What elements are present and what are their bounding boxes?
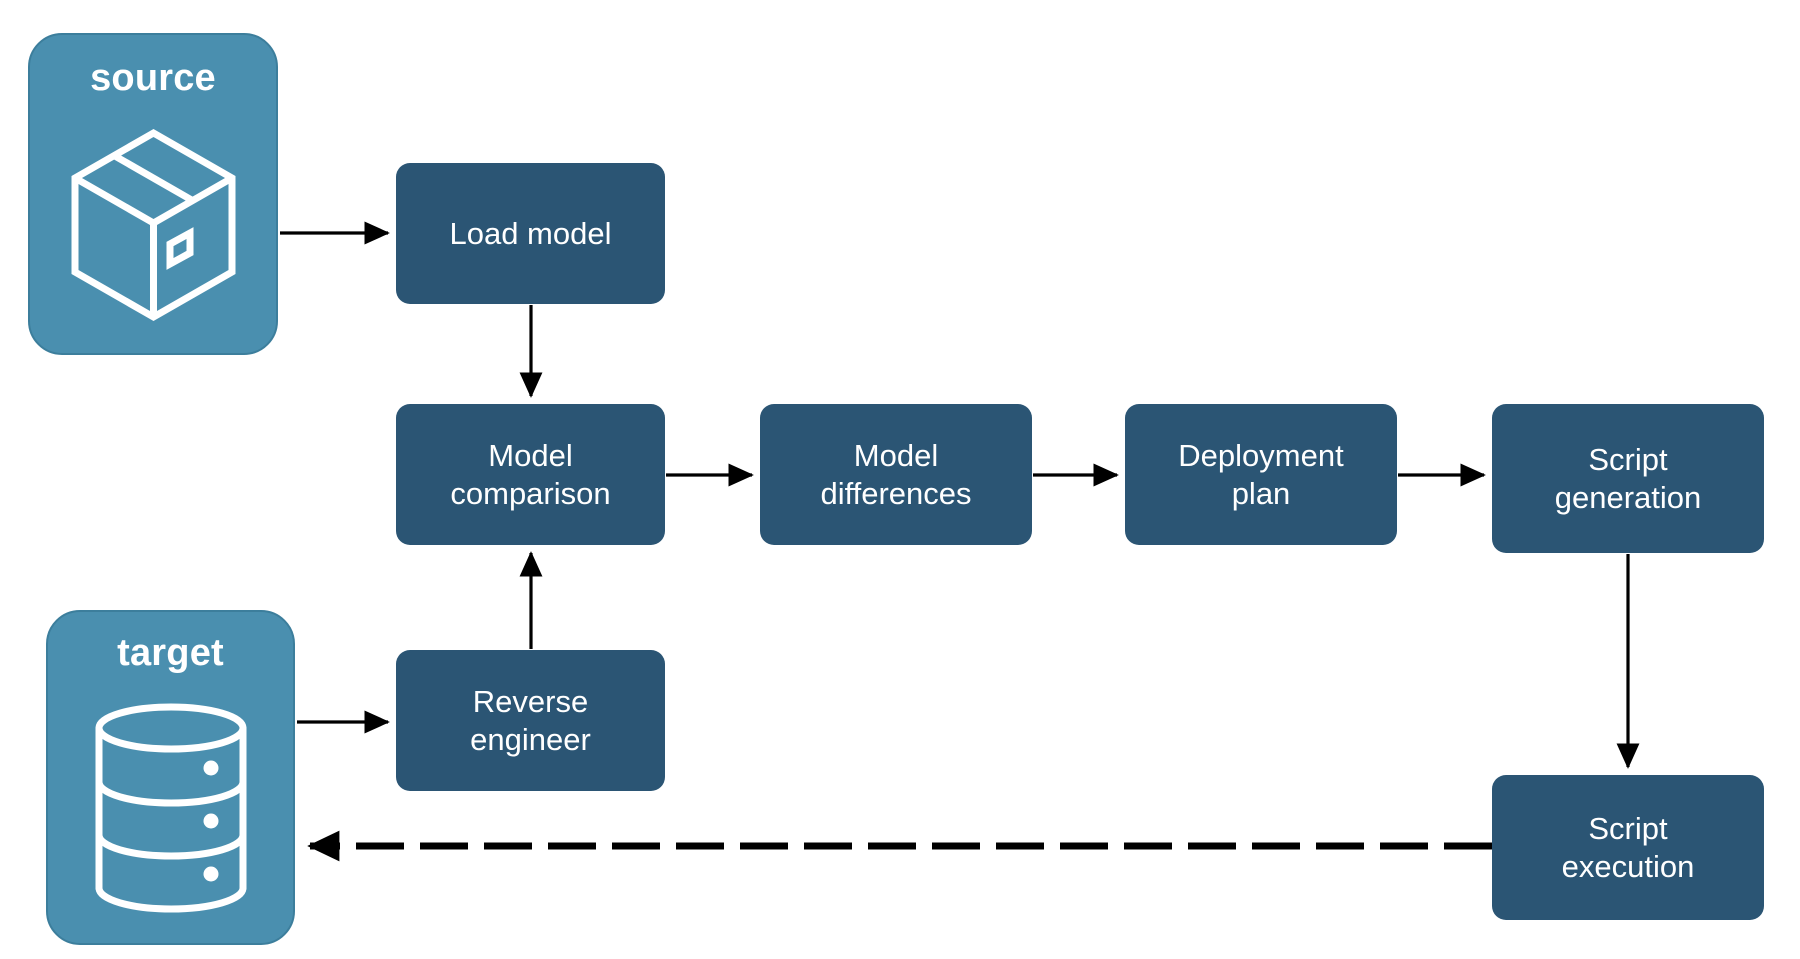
- endpoint-source[interactable]: source: [28, 33, 278, 355]
- endpoint-target[interactable]: target: [46, 610, 295, 945]
- node-script-execution[interactable]: Script execution: [1492, 775, 1764, 920]
- node-model-comparison[interactable]: Model comparison: [396, 404, 665, 545]
- node-script-generation[interactable]: Script generation: [1492, 404, 1764, 553]
- node-script-generation-label: Script generation: [1554, 441, 1702, 515]
- node-reverse-engineer[interactable]: Reverse engineer: [396, 650, 665, 791]
- node-deployment-plan[interactable]: Deployment plan: [1125, 404, 1397, 545]
- database-cylinder-icon: [48, 672, 293, 943]
- package-box-icon: [30, 97, 276, 353]
- node-script-execution-label: Script execution: [1561, 810, 1695, 884]
- endpoint-source-label: source: [90, 57, 216, 99]
- node-load-model-label: Load model: [449, 215, 612, 251]
- node-model-comparison-label: Model comparison: [450, 437, 611, 511]
- endpoint-target-label: target: [117, 632, 224, 674]
- node-reverse-engineer-label: Reverse engineer: [470, 683, 591, 757]
- node-model-differences-label: Model differences: [820, 437, 972, 511]
- node-model-differences[interactable]: Model differences: [760, 404, 1032, 545]
- node-deployment-plan-label: Deployment plan: [1178, 437, 1344, 511]
- node-load-model[interactable]: Load model: [396, 163, 665, 304]
